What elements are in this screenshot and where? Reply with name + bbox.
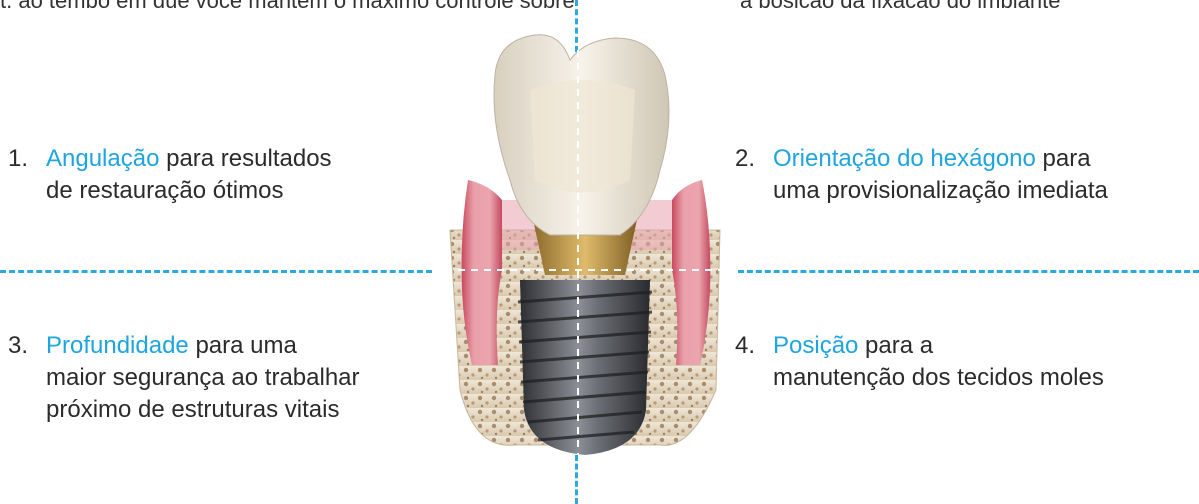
dental-implant-illustration [420, 30, 750, 465]
label-hexagon-orientation: 2.Orientação do hexágono para uma provis… [735, 143, 1108, 207]
label-text: para resultados [159, 145, 331, 172]
label-text: para uma [189, 332, 297, 359]
label-line-2: manutenção dos tecidos moles [735, 362, 1104, 394]
label-number: 4. [735, 330, 773, 362]
top-text-right: a posicao da fixacao do implante [740, 0, 1060, 8]
label-line-2: de restauração ótimos [8, 175, 332, 207]
horizontal-divider-right [738, 270, 1199, 273]
label-number: 1. [8, 143, 46, 175]
label-line-2: uma provisionalização imediata [735, 175, 1108, 207]
label-highlight: Angulação [46, 145, 159, 172]
label-depth: 3.Profundidade para uma maior segurança … [8, 330, 360, 426]
label-highlight: Orientação do hexágono [773, 145, 1036, 172]
label-line-3: próximo de estruturas vitais [8, 394, 360, 426]
top-text-left: t, ao tempo em que voce mantem o maximo … [0, 0, 575, 8]
label-text: para [1036, 145, 1091, 172]
top-text-fragment: t, ao tempo em que voce mantem o maximo … [0, 0, 1199, 8]
label-line-2: maior segurança ao trabalhar [8, 362, 360, 394]
horizontal-divider-left [0, 270, 432, 273]
label-highlight: Profundidade [46, 332, 189, 359]
label-number: 3. [8, 330, 46, 362]
label-number: 2. [735, 143, 773, 175]
label-text: para a [858, 332, 933, 359]
label-position: 4.Posição para a manutenção dos tecidos … [735, 330, 1104, 394]
label-highlight: Posição [773, 332, 858, 359]
label-angulation: 1.Angulação para resultados de restauraç… [8, 143, 332, 207]
